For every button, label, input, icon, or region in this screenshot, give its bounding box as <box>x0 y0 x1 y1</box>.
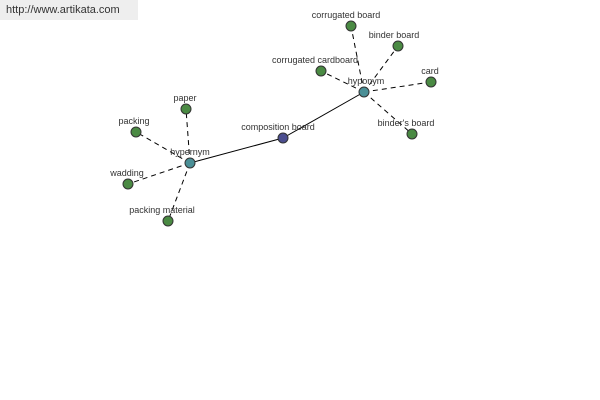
node-card[interactable] <box>425 76 437 88</box>
edge-hyponym-binders-board <box>363 91 413 135</box>
node-hyponym[interactable] <box>358 86 370 98</box>
edge-hyponym-corrugated-cardboard <box>320 70 365 93</box>
node-binders-board[interactable] <box>406 128 418 140</box>
node-label-wadding: wadding <box>109 168 144 178</box>
node-packing[interactable] <box>130 126 142 138</box>
node-label-packing: packing <box>118 116 149 126</box>
edge-hyponym-binder-board <box>363 45 399 93</box>
edge-composition-hyponym <box>282 91 365 139</box>
edge-hypernym-packing-material <box>167 162 191 222</box>
node-label-composition: composition board <box>241 122 315 132</box>
node-label-packing-material: packing material <box>129 205 195 215</box>
edge-composition-hypernym <box>189 137 284 164</box>
node-binder-board[interactable] <box>392 40 404 52</box>
node-corrugated-board[interactable] <box>345 20 357 32</box>
node-label-binder-board: binder board <box>369 30 420 40</box>
node-label-corrugated-board: corrugated board <box>312 10 381 20</box>
nodes-layer <box>122 20 437 227</box>
node-wadding[interactable] <box>122 178 134 190</box>
node-composition[interactable] <box>277 132 289 144</box>
edge-hypernym-wadding <box>127 162 191 185</box>
node-label-hypernym: hypernym <box>170 147 210 157</box>
node-corrugated-cardboard[interactable] <box>315 65 327 77</box>
node-label-card: card <box>421 66 439 76</box>
node-label-binders-board: binder's board <box>378 118 435 128</box>
edge-hyponym-card <box>363 81 432 93</box>
watermark-url: http://www.artikata.com <box>0 0 138 20</box>
edge-hypernym-paper <box>185 108 191 164</box>
node-hypernym[interactable] <box>184 157 196 169</box>
edge-hypernym-packing <box>135 131 191 164</box>
node-label-corrugated-cardboard: corrugated cardboard <box>272 55 358 65</box>
node-label-paper: paper <box>173 93 196 103</box>
edges-layer <box>127 25 432 222</box>
edge-hyponym-corrugated-board <box>350 25 365 93</box>
node-label-hyponym: hyponym <box>348 76 385 86</box>
labels-layer: composition board hypernym hyponym paper pac… <box>109 10 439 215</box>
node-packing-material[interactable] <box>162 215 174 227</box>
node-paper[interactable] <box>180 103 192 115</box>
